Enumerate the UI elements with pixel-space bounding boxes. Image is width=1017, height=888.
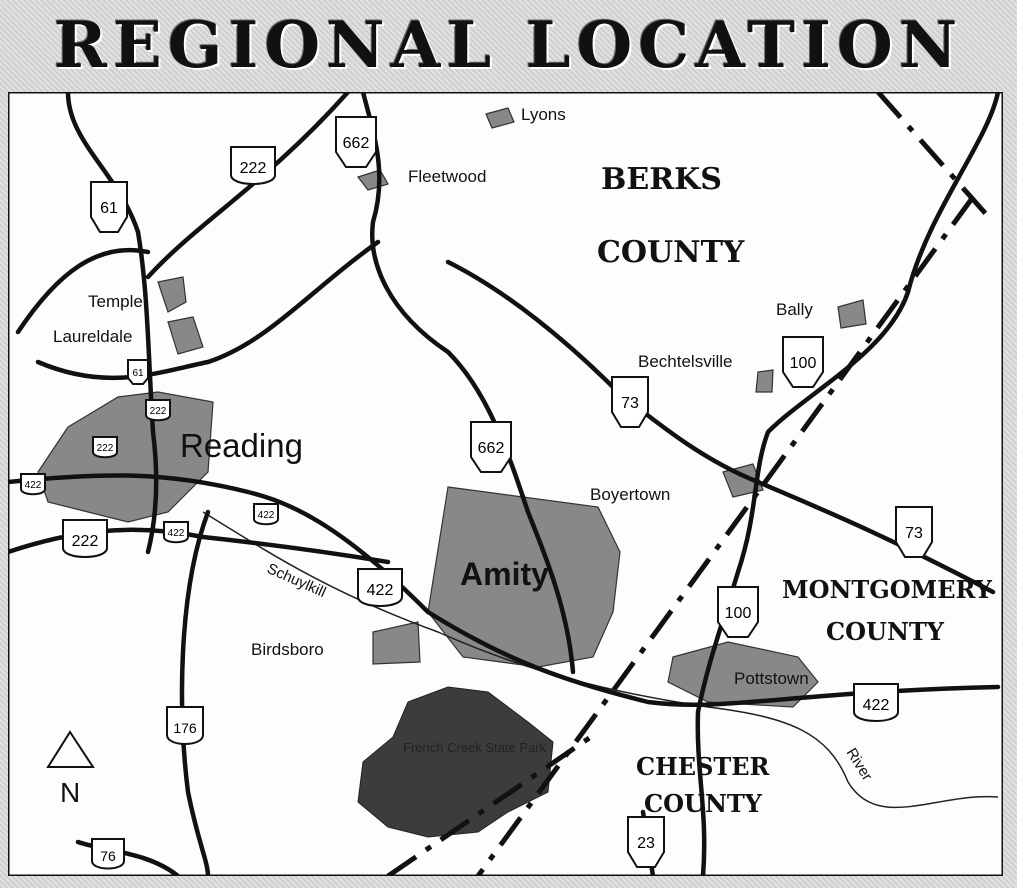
schuylkill-river — [202, 511, 999, 809]
pottstown-area — [667, 641, 819, 708]
svg-text:422: 422 — [367, 582, 394, 599]
route-422-shield-birdsboro: 422 — [357, 568, 403, 607]
svg-text:100: 100 — [790, 355, 817, 372]
svg-text:23: 23 — [637, 835, 655, 852]
route-61-shield-small: 61 — [127, 359, 149, 385]
roads — [8, 92, 1001, 876]
berks-county-label: COUNTY — [597, 235, 745, 270]
route-61-shield: 61 — [90, 181, 128, 233]
svg-text:422: 422 — [863, 697, 890, 714]
svg-text:176: 176 — [173, 720, 197, 736]
county-line-chester-montgomery — [475, 195, 976, 876]
label-state-park: French Creek State Park — [403, 740, 547, 755]
county-line-berks-montgomery — [876, 92, 995, 224]
route-100-shield-south: 100 — [717, 586, 759, 638]
route-23-shield: 23 — [627, 816, 665, 868]
svg-text:222: 222 — [97, 443, 114, 454]
town-areas — [37, 107, 867, 838]
label-lyons: Lyons — [521, 105, 566, 124]
route-73-shield-west: 73 — [611, 376, 649, 428]
route-422-shield-west: 422 — [20, 473, 46, 496]
svg-text:61: 61 — [100, 200, 118, 217]
berks-label: BERKS — [601, 162, 722, 197]
route-222-shield-small: 222 — [145, 399, 171, 422]
bally-area — [837, 299, 867, 329]
amity-area — [427, 486, 621, 668]
north-label: N — [60, 777, 80, 808]
state-park-area — [357, 686, 554, 838]
svg-text:100: 100 — [725, 605, 752, 622]
route-176-shield: 176 — [166, 706, 204, 745]
route-76-shield: 76 — [91, 838, 125, 870]
route-73-shield-east: 73 — [895, 506, 933, 558]
route-100-shield-north: 100 — [782, 336, 824, 388]
montgomery-label: MONTGOMERY — [782, 575, 993, 604]
route-222-shield-reading: 222 — [92, 436, 118, 459]
route-422-shield-east: 422 — [253, 503, 279, 526]
svg-text:222: 222 — [240, 160, 267, 177]
label-amity: Amity — [460, 556, 549, 592]
regional-map: 662 222 61 61 222 222 422 422 422 222 66… — [8, 92, 1003, 876]
chester-county-label: COUNTY — [644, 789, 763, 818]
route-222-shield-south: 222 — [62, 519, 108, 558]
county-line-berks-chester — [386, 729, 600, 876]
route-422-shield-pottstown: 422 — [853, 683, 899, 722]
label-boyertown: Boyertown — [590, 485, 670, 504]
route-662-shield: 662 — [335, 116, 377, 168]
svg-text:662: 662 — [343, 135, 370, 152]
montgomery-county-label: COUNTY — [826, 617, 945, 646]
map-title: REGIONAL LOCATION — [53, 8, 964, 83]
svg-text:73: 73 — [905, 525, 923, 542]
label-temple: Temple — [88, 292, 143, 311]
svg-text:76: 76 — [100, 848, 116, 864]
label-reading: Reading — [180, 427, 303, 464]
svg-text:422: 422 — [258, 510, 275, 521]
label-fleetwood: Fleetwood — [408, 167, 486, 186]
bechtelsville-area — [755, 369, 774, 393]
svg-text:222: 222 — [72, 533, 99, 550]
label-laureldale: Laureldale — [53, 327, 132, 346]
svg-text:73: 73 — [621, 395, 639, 412]
birdsboro-area — [372, 621, 421, 665]
route-shields: 662 222 61 61 222 222 422 422 422 222 66… — [20, 116, 933, 870]
label-bally: Bally — [776, 300, 813, 319]
svg-text:422: 422 — [168, 528, 185, 539]
svg-text:222: 222 — [150, 406, 167, 417]
laureldale-area — [167, 316, 204, 355]
route-422-shield-south: 422 — [163, 521, 189, 544]
svg-text:422: 422 — [25, 480, 42, 491]
route-222-shield: 222 — [230, 146, 276, 185]
svg-text:61: 61 — [132, 368, 144, 379]
label-birdsboro: Birdsboro — [251, 640, 324, 659]
label-bechtelsville: Bechtelsville — [638, 352, 733, 371]
chester-label: CHESTER — [636, 752, 771, 781]
lyons-area — [485, 107, 515, 129]
svg-text:662: 662 — [478, 440, 505, 457]
north-arrow: N — [46, 730, 95, 808]
label-pottstown: Pottstown — [734, 669, 809, 688]
temple-area — [157, 276, 187, 313]
route-662-shield-south: 662 — [470, 421, 512, 473]
